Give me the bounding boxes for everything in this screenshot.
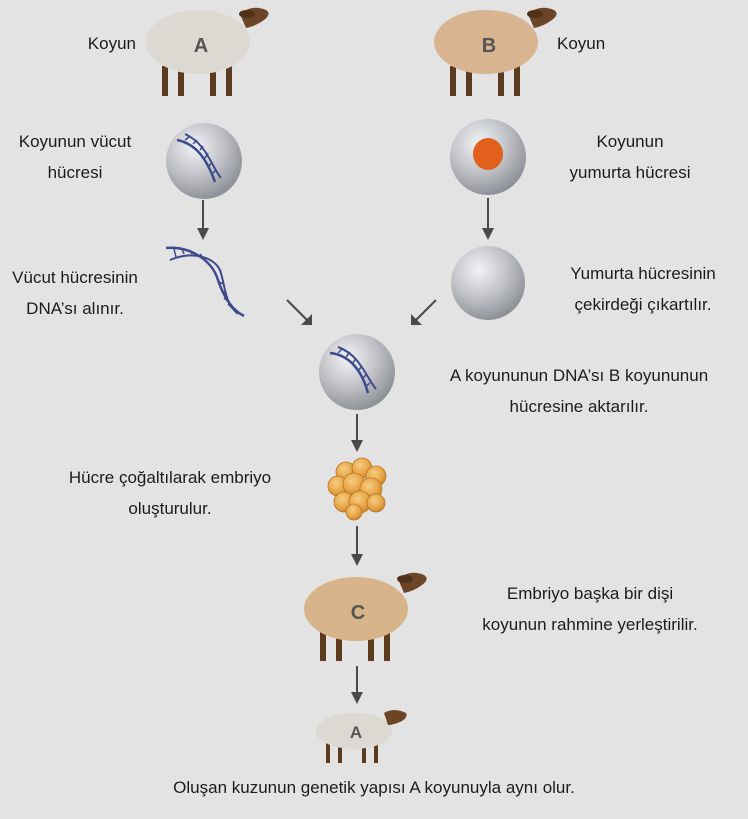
sheep-a-icon: A (146, 7, 269, 96)
arrow-down-icon (351, 526, 363, 566)
dna-taken-label: Vücut hücresinin DNA’sı alınır. (12, 268, 138, 318)
arrow-down-icon (197, 200, 209, 240)
body-cell-label: Koyunun vücut hücresi (18, 132, 132, 182)
arrow-diagonal-icon (286, 299, 312, 325)
embryo-formed-label: Hücre çoğaltılarak embriyo oluşturulur. (68, 468, 272, 518)
embryo-icon (327, 457, 387, 521)
merged-cell-icon (319, 334, 395, 410)
sheep-b-icon: B (434, 7, 557, 96)
embryo-implanted-label: Embriyo başka bir dişi koyunun rahmine y… (482, 584, 698, 634)
dna-helix-icon (165, 246, 245, 318)
arrow-down-icon (351, 414, 363, 452)
nucleus-removed-label: Yumurta hücresinin çekirdeği çıkartılır. (570, 264, 716, 314)
sheep-c-letter: C (351, 602, 365, 624)
arrow-down-icon (482, 198, 494, 240)
lamb-icon: A (316, 710, 407, 763)
sheep-a-label: Koyun (87, 34, 136, 53)
egg-cell-icon (450, 119, 526, 195)
enucleated-cell-icon (451, 246, 525, 320)
sheep-a-letter: A (194, 35, 208, 57)
sheep-b-label: Koyun (557, 34, 606, 53)
lamb-letter: A (350, 723, 362, 742)
body-cell-icon (166, 123, 242, 199)
arrow-down-icon (351, 666, 363, 704)
result-label: Oluşan kuzunun genetik yapısı A koyunuyl… (173, 778, 575, 797)
sheep-b-letter: B (482, 35, 496, 57)
nucleus-icon (473, 138, 503, 170)
egg-cell-label: Koyunun yumurta hücresi (569, 132, 691, 182)
dna-transferred-label: A koyununun DNA’sı B koyununun hücresine… (449, 366, 709, 416)
arrow-diagonal-icon (411, 299, 437, 325)
sheep-c-icon: C (304, 572, 427, 661)
